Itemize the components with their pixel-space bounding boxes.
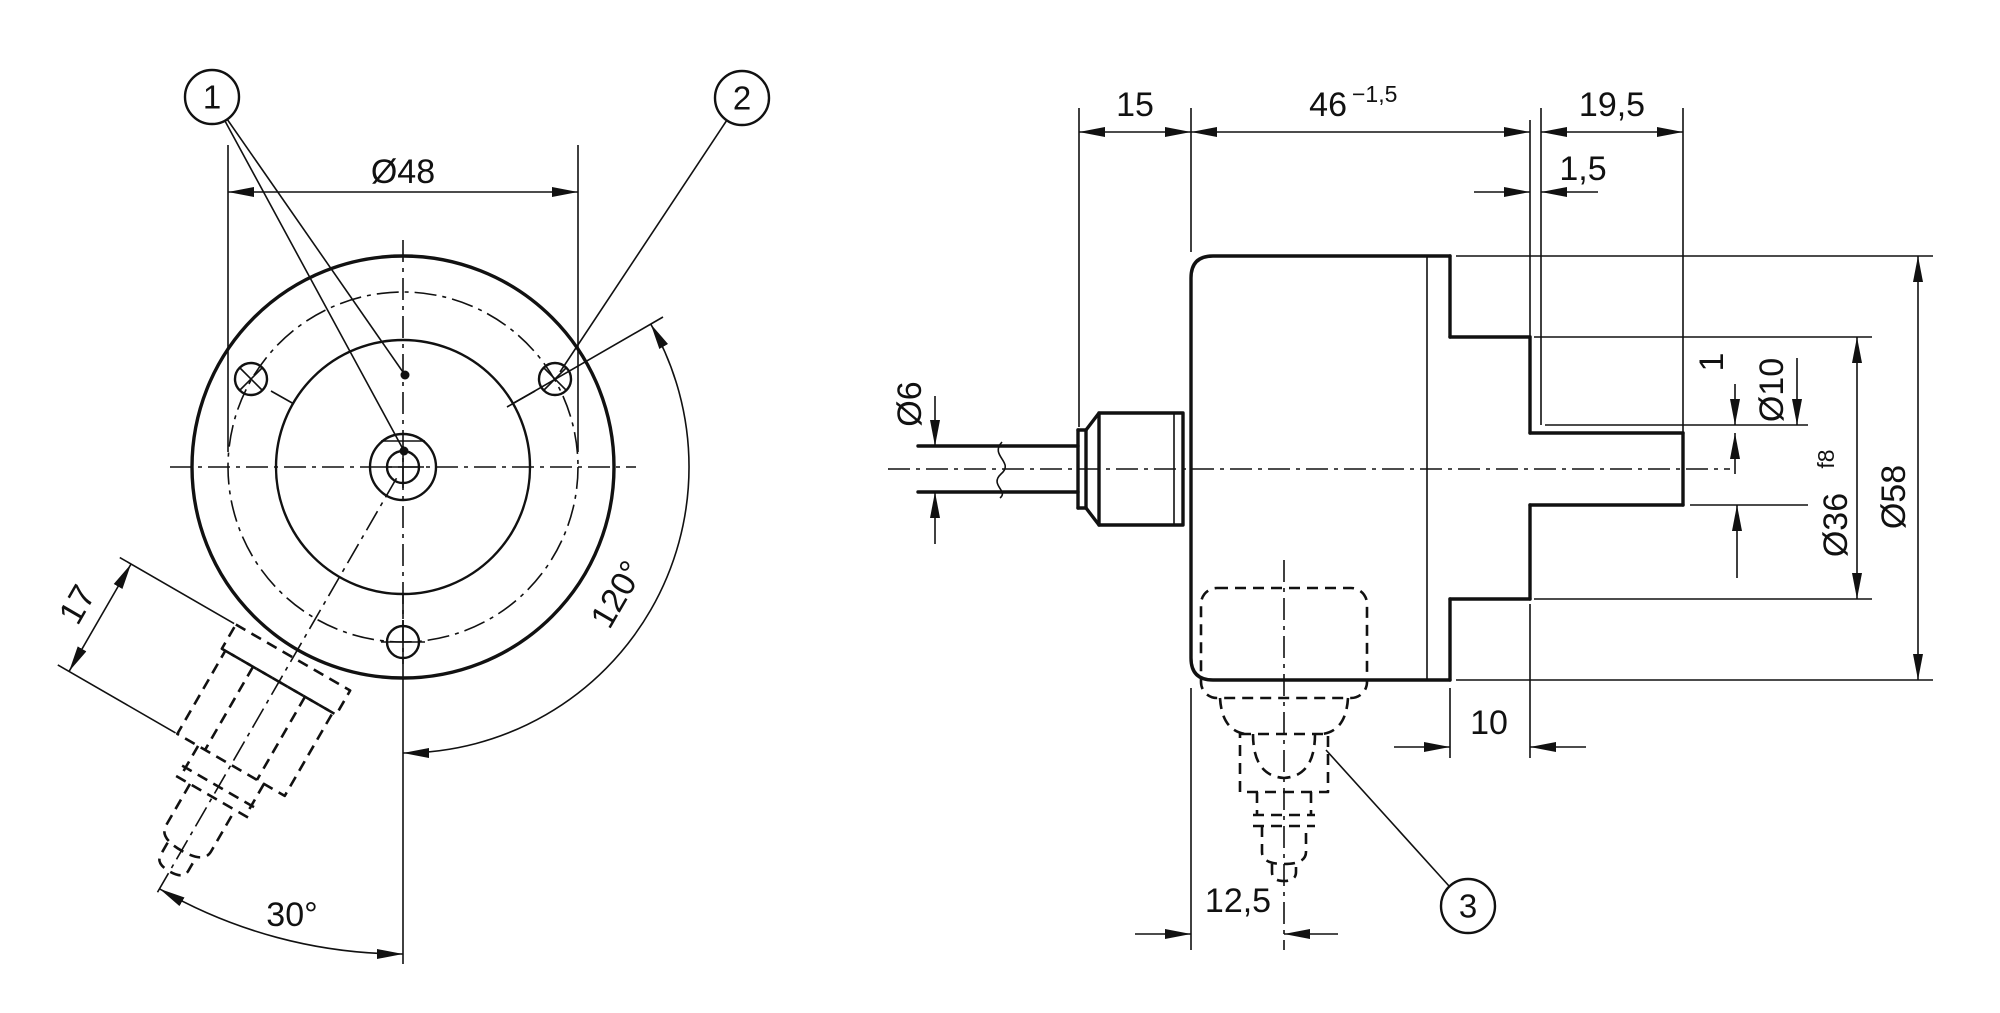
cable-break xyxy=(996,441,1007,499)
dim-spigot-diameter: Ø36 f8 xyxy=(1534,336,1872,600)
leader-dot xyxy=(399,446,409,456)
front-view: Ø48 120° 30° xyxy=(52,68,771,964)
dim-gland-length-label: 15 xyxy=(1116,86,1154,124)
dim-connector-offset: 12,5 xyxy=(1135,688,1338,950)
dim-housing-depth-label: 46 xyxy=(1309,86,1347,124)
dim-connector-angle-label: 30° xyxy=(266,896,317,934)
side-connector-hidden xyxy=(1199,560,1369,950)
dim-connector-length-label: 17 xyxy=(52,579,104,631)
dim-recess-1-5: 1,5 xyxy=(1474,150,1607,197)
balloon-3: 3 xyxy=(1325,749,1497,935)
dim-bolt-circle-label: Ø48 xyxy=(371,153,435,191)
connector-tip-side xyxy=(1260,826,1308,866)
connector-nut xyxy=(176,649,334,798)
dim-bolt-circle: Ø48 xyxy=(227,145,579,452)
balloon-1: 1 xyxy=(183,68,410,456)
dim-spigot-diameter-label: Ø36 xyxy=(1817,493,1855,557)
dim-housing-diameter-label: Ø58 xyxy=(1875,465,1913,529)
dim-connector-offset-label: 12,5 xyxy=(1205,882,1271,920)
dim-connector-angle-30: 30° xyxy=(159,888,404,959)
side-view: 15 46 −1,5 19,5 1,5 Ø6 1 Ø10 xyxy=(888,81,1933,950)
connector-axis xyxy=(154,477,398,897)
dim-screw-angle-label: 120° xyxy=(583,555,651,635)
balloon-1-label: 1 xyxy=(203,79,221,116)
dim-housing-diameter: Ø58 xyxy=(1456,255,1933,681)
flange-spigot xyxy=(1448,335,1532,601)
dim-shaft-diameter-label: Ø10 xyxy=(1753,358,1791,422)
balloon-2-label: 2 xyxy=(733,80,751,117)
dim-shoulder-label: 1 xyxy=(1693,353,1731,372)
dim-shoulder-1: 1 xyxy=(1693,353,1740,474)
mounting-screw-bottom xyxy=(381,594,425,664)
shaft xyxy=(1528,431,1685,507)
cable-gland xyxy=(1076,411,1185,527)
dim-spigot-depth: 10 xyxy=(1394,604,1586,758)
balloon-1-circle xyxy=(183,68,241,126)
dim-screw-angle-120: 120° xyxy=(402,316,690,758)
dim-cable-diameter-label: Ø6 xyxy=(891,381,929,426)
dim-shaft-length-label: 19,5 xyxy=(1579,86,1645,124)
connector-nut-side xyxy=(1238,732,1330,794)
dim-spigot-depth-label: 10 xyxy=(1470,704,1508,742)
dim-connector-length-17: 17 xyxy=(52,556,235,734)
dim-spigot-fit-label: f8 xyxy=(1813,449,1839,468)
dim-top-row: 15 46 −1,5 19,5 xyxy=(1078,81,1684,433)
balloon-3-label: 3 xyxy=(1459,888,1477,925)
dim-cable-diameter: Ø6 xyxy=(891,381,940,544)
balloon-3-circle xyxy=(1439,877,1497,935)
dim-housing-depth-tolerance: −1,5 xyxy=(1352,81,1397,107)
leader-dot xyxy=(400,370,410,380)
housing-body xyxy=(1189,254,1452,682)
front-connector-hidden: 17 xyxy=(52,477,398,897)
cable xyxy=(916,441,1080,499)
dim-recess-label: 1,5 xyxy=(1559,150,1606,188)
dim-shaft-diameter: Ø10 xyxy=(1732,358,1802,578)
balloon-2: 2 xyxy=(559,69,771,373)
connector-tip xyxy=(163,783,237,859)
connector-shroud xyxy=(1199,586,1369,700)
balloon-2-circle xyxy=(713,69,771,127)
mounting-screw-top-left xyxy=(233,361,295,405)
